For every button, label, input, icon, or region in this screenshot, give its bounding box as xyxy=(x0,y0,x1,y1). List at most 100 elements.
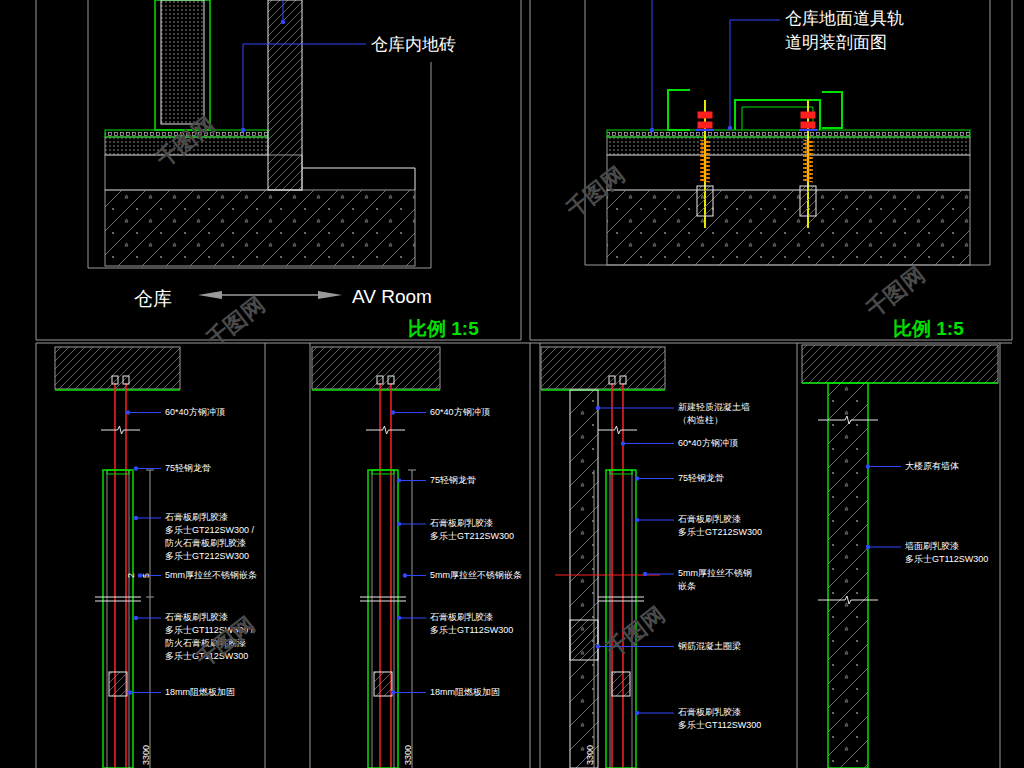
board-layer xyxy=(129,470,130,768)
leader-dot xyxy=(281,20,285,24)
leader-dot xyxy=(866,464,870,468)
steel-hanger xyxy=(390,383,392,768)
ceiling-slab xyxy=(312,347,440,389)
leader-line xyxy=(623,443,674,444)
dimension-text: 3300 xyxy=(402,745,415,765)
scale-label: 比例 1:5 xyxy=(893,315,964,343)
door-leaf xyxy=(161,0,204,124)
leader-dot xyxy=(596,644,600,648)
leader-line xyxy=(868,466,901,467)
bolt-thread xyxy=(803,140,813,182)
callout-note: 大楼原有墙体 xyxy=(905,460,959,473)
sheet-frame xyxy=(1000,343,1001,768)
existing-wall xyxy=(828,383,868,768)
sheet-frame xyxy=(36,340,521,341)
arrow-head xyxy=(198,291,222,299)
watermark: 千图网 xyxy=(200,289,272,355)
leader-dot xyxy=(403,573,407,577)
leader-line xyxy=(136,618,161,619)
dimension-text: 3300 xyxy=(140,745,153,765)
detail-border xyxy=(990,0,991,265)
leader-dot xyxy=(391,410,395,414)
drawing-label: AV Room xyxy=(352,283,432,311)
leader-line xyxy=(405,575,426,576)
scale-label: 比例 1:5 xyxy=(408,315,479,343)
callout-note: 75轻钢龙骨 xyxy=(678,472,724,485)
steel-hanger xyxy=(379,383,381,768)
callout-note: 5mm厚拉丝不锈钢 嵌条 xyxy=(678,567,758,593)
watermark: 千图网 xyxy=(150,109,222,175)
leader-dot xyxy=(635,711,639,715)
leader-dot xyxy=(241,128,245,132)
callout-note: 60*40方钢冲顶 xyxy=(678,437,738,450)
board-layer xyxy=(610,470,611,768)
rail-channel xyxy=(822,92,842,128)
callout-note: 墙面刷乳胶漆 多乐士GT112SW300 xyxy=(905,540,995,566)
break-mark xyxy=(366,426,405,434)
leader-line xyxy=(399,524,426,525)
leader-line xyxy=(637,713,674,714)
leader-line xyxy=(393,692,426,693)
dimension-line xyxy=(594,470,595,768)
leader-line xyxy=(645,574,674,575)
leader-dot xyxy=(128,690,132,694)
sheet-frame xyxy=(36,0,37,340)
callout-note: 18mm阻燃板加固 xyxy=(165,686,235,699)
stud-track xyxy=(107,470,129,474)
board-layer xyxy=(394,470,395,768)
leader-dot xyxy=(866,545,870,549)
wall-section xyxy=(268,0,302,190)
board-layer xyxy=(107,470,108,768)
concrete-slab xyxy=(105,190,415,266)
bolt-nut xyxy=(698,122,712,128)
ceiling-anchor xyxy=(123,376,129,384)
leader-dot xyxy=(728,126,732,130)
concrete-column xyxy=(570,390,598,768)
bolt-nut xyxy=(801,112,815,118)
leader-dot xyxy=(596,406,600,410)
leader-line xyxy=(730,20,780,128)
concrete-slab xyxy=(607,190,970,265)
mortar-bed xyxy=(607,137,970,155)
leader-dot xyxy=(397,478,401,482)
leader-line xyxy=(243,44,366,130)
direction-line xyxy=(208,294,332,296)
leader-line xyxy=(598,408,674,409)
detail-border xyxy=(431,62,432,268)
arrow-head xyxy=(318,291,342,299)
stainless-strip xyxy=(360,601,406,602)
leader-line xyxy=(637,478,674,479)
dimension-tick xyxy=(146,597,154,598)
expansion-anchor xyxy=(800,186,816,216)
leader-line xyxy=(637,520,674,521)
callout-note: 石膏板刷乳胶漆 多乐士GT212SW300 xyxy=(678,513,769,539)
fireproof-board xyxy=(109,672,127,696)
sheet-frame xyxy=(530,0,531,340)
dimension-text: 5 xyxy=(140,573,153,578)
sheet-frame xyxy=(1012,0,1013,340)
gypsum-board xyxy=(368,470,398,768)
callout-note: 石膏板刷乳胶漆 多乐士GT212SW300 /防火石膏板刷乳胶漆 多乐士GT21… xyxy=(165,511,256,563)
leader-dot xyxy=(391,690,395,694)
leader-dot xyxy=(643,572,647,576)
break-mark xyxy=(818,416,878,424)
screed-layer xyxy=(607,155,970,190)
stainless-strip xyxy=(95,597,141,598)
sheet-frame xyxy=(530,340,1012,341)
callout-note: 新建轻质混凝土墙 （构造柱） xyxy=(678,401,756,427)
leader-line xyxy=(868,547,901,548)
ceiling-anchor xyxy=(609,376,615,384)
ceiling-anchor xyxy=(112,376,118,384)
slab-line xyxy=(541,389,665,391)
callout-note: 75轻钢龙骨 xyxy=(165,462,211,475)
expansion-anchor xyxy=(697,186,713,216)
fireproof-board xyxy=(374,672,392,696)
dimension-line xyxy=(412,470,413,768)
bolt-washer xyxy=(799,129,817,131)
dimension-line xyxy=(150,470,151,768)
drawing-label: 仓库内地砖 xyxy=(371,32,456,57)
leader-dot xyxy=(126,410,130,414)
sheet-frame xyxy=(797,343,798,768)
callout-note: 18mm阻燃板加固 xyxy=(430,686,500,699)
